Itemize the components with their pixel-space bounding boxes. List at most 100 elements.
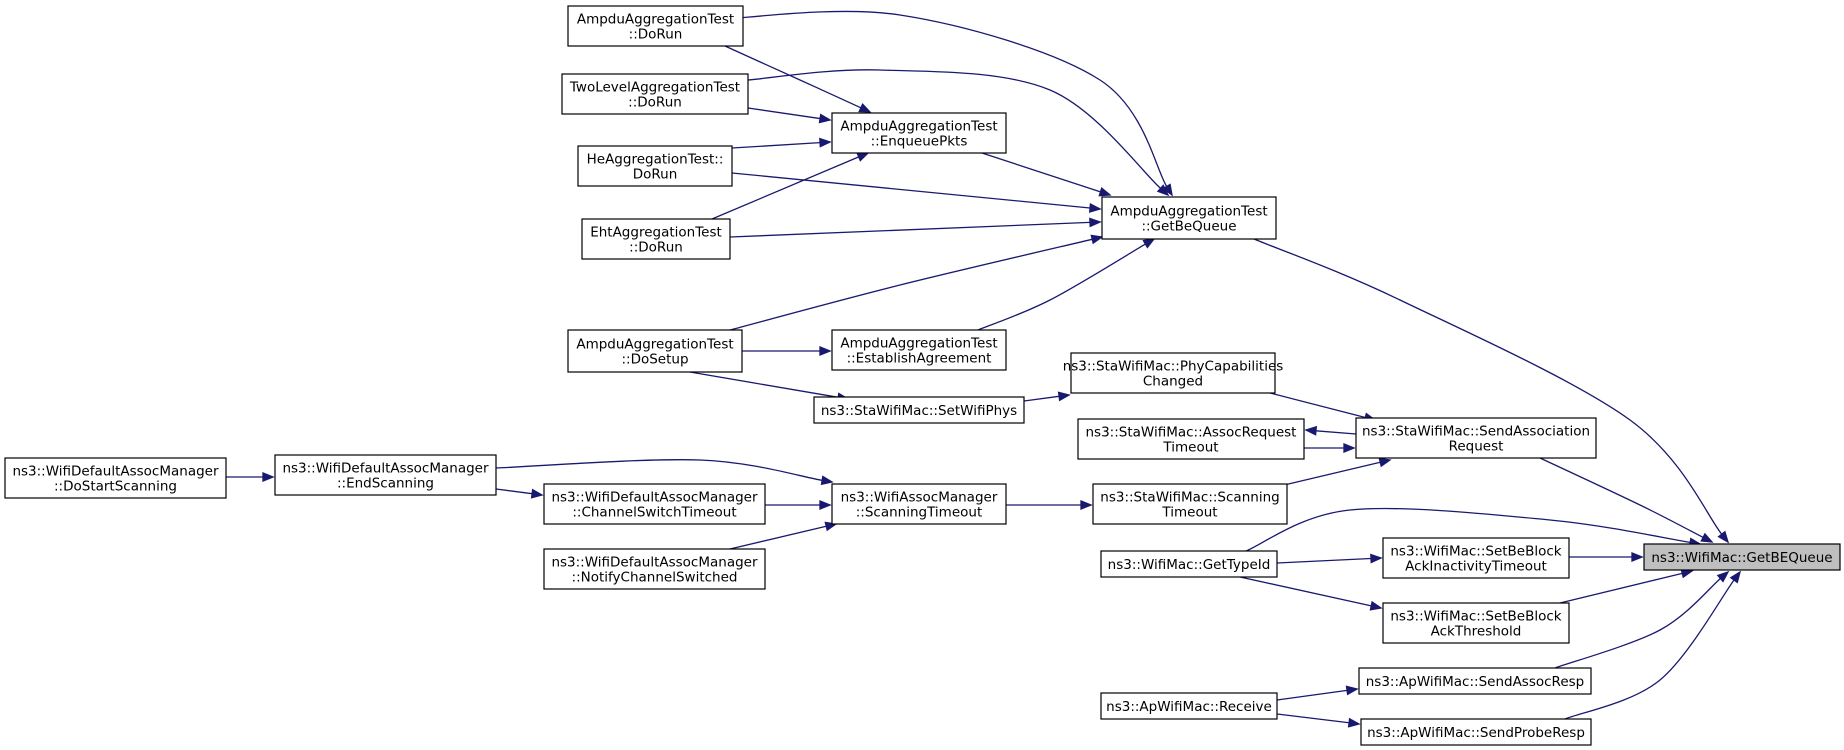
node-defaultassoc-channelswitchtimeout[interactable]: ns3::WifiDefaultAssocManager::ChannelSwi… [543,483,766,525]
edge-twolevel_dorun-to-ampdu_getbequeue [747,69,1170,197]
node-label: ns3::ApWifiMac::SendProbeResp [1367,725,1585,741]
node-box [4,457,227,499]
arrowhead [820,475,834,486]
edge-eht_dorun-to-ampdu_getbequeue [729,217,1102,238]
arrowhead [1090,234,1104,245]
node-label: ::NotifyChannelSwitched [572,570,738,586]
node-box [274,454,497,496]
node-box [567,5,744,47]
node-label: ::EndScanning [337,476,434,492]
node-ampdu-establishagreement[interactable]: AmpduAggregationTest::EstablishAgreement [831,329,1007,371]
node-label: ::DoSetup [621,352,688,368]
arrowhead [1142,238,1156,249]
node-box [1100,692,1278,720]
node-label: ::DoRun [628,95,682,111]
edge-he_dorun-to-ampdu_enqueuepkts [731,137,832,149]
edge-ap_receive-to-ap_sendassocresp [1276,685,1359,701]
arrowhead [856,152,870,162]
node-label: Timeout [1162,440,1218,456]
node-ap-receive[interactable]: ns3::ApWifiMac::Receive [1100,692,1278,720]
arrowhead [1162,183,1173,197]
node-label: AmpduAggregationTest [577,12,734,28]
arrowhead [819,137,832,148]
node-wifimac-setbeblockackinactivitytimeout[interactable]: ns3::WifiMac::SetBeBlockAckInactivityTim… [1382,537,1570,579]
node-label: Timeout [1161,505,1217,521]
node-label: ::GetBeQueue [1141,219,1236,235]
node-label: ::EstablishAgreement [847,351,992,367]
edge-sta_phycap-to-sta_sendassoc [1269,392,1377,423]
node-box [1077,418,1305,460]
node-label: AmpduAggregationTest [840,336,997,352]
node-label: ::DoRun [629,27,683,43]
arrowhead [1343,443,1356,453]
edge-mac_gettypeid-to-mac_setbethresh [1239,576,1383,611]
node-defaultassoc-dostartscanning[interactable]: ns3::WifiDefaultAssocManager::DoStartSca… [4,457,227,499]
node-box [543,483,766,525]
node-twolevel-dorun[interactable]: TwoLevelAggregationTest::DoRun [561,73,749,115]
node-ap-sendproberesp[interactable]: ns3::ApWifiMac::SendProbeResp [1360,718,1592,746]
node-label: AmpduAggregationTest [1110,204,1267,220]
node-box [831,329,1007,371]
node-label: ns3::WifiDefaultAssocManager [551,555,758,571]
edge-twolevel_dorun-to-ampdu_enqueuepkts [747,107,832,124]
node-ampdu-dorun[interactable]: AmpduAggregationTest::DoRun [567,5,744,47]
edge-def_notifychannel-to-assoc_scantimeout [729,521,838,550]
edge-ampdu_enqueuepkts-to-ampdu_getbequeue [981,152,1112,197]
edge-ampdu_establish-to-ampdu_getbequeue [977,238,1156,331]
arrowhead [1057,391,1071,402]
node-defaultassoc-notifychannelswitched[interactable]: ns3::WifiDefaultAssocManager::NotifyChan… [543,548,766,590]
node-defaultassoc-endscanning[interactable]: ns3::WifiDefaultAssocManager::EndScannin… [274,454,497,496]
node-assocmanager-scanningtimeout[interactable]: ns3::WifiAssocManager::ScanningTimeout [831,483,1007,525]
node-label: ::DoRun [629,240,683,256]
arrowhead [1369,600,1383,611]
node-box [1100,550,1278,578]
arrowhead [819,500,832,510]
arrowhead [818,113,832,124]
node-sta-setwifiphys[interactable]: ns3::StaWifiMac::SetWifiPhys [813,396,1025,424]
edge-sta_setwifiphys-to-sta_phycap [1023,391,1071,402]
node-wifimac-gettypeid[interactable]: ns3::WifiMac::GetTypeId [1100,550,1278,578]
edge-ampdu_dosetup-to-ampdu_establish [742,346,832,356]
arrowhead [1680,568,1694,579]
edge-sta_assoctimeout-to-sta_sendassoc [1304,425,1357,436]
edge-sta_sendassoc-to-getbequeue [1539,457,1714,543]
arrowhead [1370,553,1383,564]
node-label: ns3::StaWifiMac::SetWifiPhys [821,403,1017,419]
edge-ampdu_dorun-to-ampdu_enqueuepkts [724,45,872,113]
node-box [1643,543,1841,571]
edge-ap_sendproberesp-to-getbequeue [1564,570,1742,720]
node-box [1070,352,1276,394]
node-label: ::EnqueuePkts [871,134,968,150]
node-box [1101,196,1277,240]
arrowhead [1156,184,1170,197]
edge-assoc_scantimeout-to-sta_scantimeout [1006,500,1093,510]
node-label: ns3::WifiMac::SetBeBlock [1390,609,1561,625]
node-he-dorun[interactable]: HeAggregationTest::DoRun [577,145,733,187]
arrowhead [530,488,544,499]
node-label: ns3::WifiMac::GetTypeId [1108,557,1271,573]
node-wifimac-getbequeue[interactable]: ns3::WifiMac::GetBEQueue [1643,543,1841,571]
node-sta-scanningtimeout[interactable]: ns3::StaWifiMac::ScanningTimeout [1092,483,1288,525]
arrowhead [1347,717,1361,728]
node-label: AckThreshold [1431,624,1522,640]
node-ampdu-dosetup[interactable]: AmpduAggregationTest::DoSetup [567,329,743,373]
node-eht-dorun[interactable]: EhtAggregationTest::DoRun [581,218,731,260]
node-box [543,548,766,590]
arrowhead [1729,570,1742,584]
node-label: ns3::WifiDefaultAssocManager [12,464,219,480]
node-label: AckInactivityTimeout [1405,559,1547,575]
node-label: ns3::WifiAssocManager [841,490,998,506]
edge-eht_dorun-to-ampdu_enqueuepkts [711,152,870,220]
node-label: ns3::WifiMac::SetBeBlock [1390,544,1561,560]
node-ampdu-getbequeue[interactable]: AmpduAggregationTest::GetBeQueue [1101,196,1277,240]
node-ampdu-enqueuepkts[interactable]: AmpduAggregationTest::EnqueuePkts [831,112,1007,154]
node-label: ns3::WifiMac::GetBEQueue [1651,550,1832,566]
edge-ap_sendassocresp-to-getbequeue [1554,570,1730,669]
node-label: ns3::StaWifiMac::PhyCapabilities [1063,359,1284,375]
node-ap-sendassocresp[interactable]: ns3::ApWifiMac::SendAssocResp [1358,667,1592,695]
